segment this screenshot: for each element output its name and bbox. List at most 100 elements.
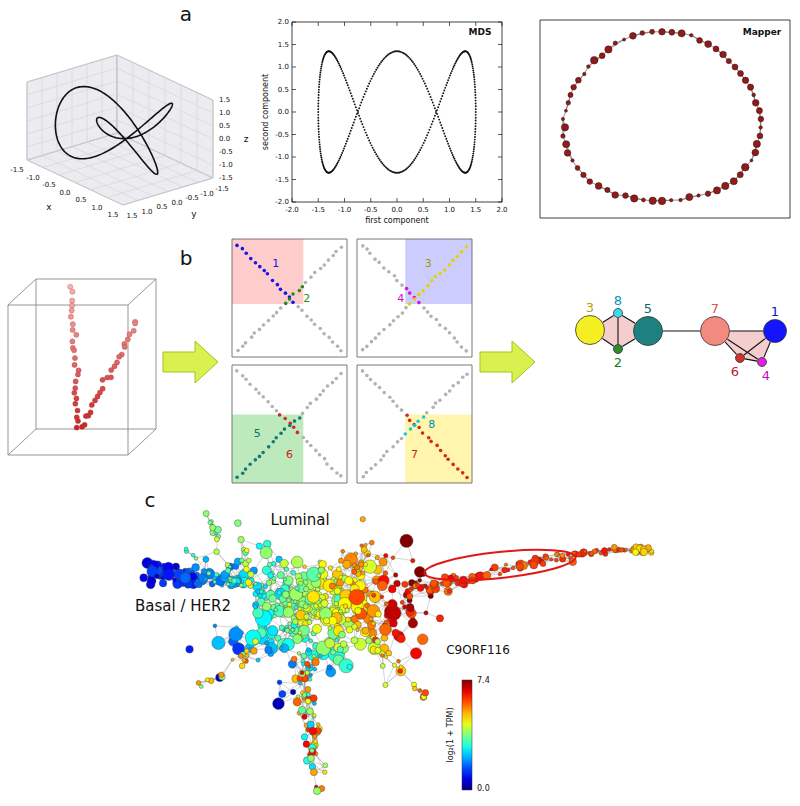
data-point [117,354,122,359]
tick-mark [292,202,296,203]
mapper-vertex [752,149,759,156]
data-point [73,401,78,406]
mds-point [332,169,334,171]
mds-point [452,154,454,156]
data-point [369,467,373,471]
mds-point [472,157,474,159]
axis-pane [27,55,117,160]
data-point [74,425,79,430]
data-point [75,418,80,423]
mds-point [455,61,457,63]
mds-point [331,170,333,172]
data-point [404,432,408,436]
mds-point [344,77,346,79]
mds-point [417,153,419,155]
data-point [327,258,331,262]
data-point [72,355,77,360]
mds-point [468,54,470,56]
mapper-vertex [756,108,762,114]
data-point [373,257,377,261]
data-point [267,445,271,449]
mds-point [418,151,420,153]
grid-line [181,85,182,163]
cube-edge [36,279,37,429]
data-point [361,348,365,352]
mds-point [317,120,319,122]
mds-point [342,150,344,152]
mds-point [473,72,475,74]
data-point [451,258,455,262]
mds-point [430,96,432,98]
gene-network [140,511,654,795]
mds-point [437,106,439,108]
mds-point [411,60,413,62]
data-point [335,471,339,475]
mds-point [365,132,367,134]
mds-point [453,66,455,68]
tick-mark [498,202,502,203]
data-point [465,245,469,249]
mds-point [319,144,321,146]
mds-point [461,52,463,54]
data-point [288,424,292,428]
mds-point [473,146,475,148]
data-point [412,423,416,427]
mds-point [318,86,320,88]
mapper-vertex [623,38,626,41]
data-point [361,244,365,248]
mapper-vertex [722,182,729,189]
mds-point [338,62,340,64]
data-point [70,322,75,327]
mds-point [359,118,361,120]
mapper-vertex [563,141,570,148]
tick-mark [498,157,502,158]
mapper-vertex [575,77,581,83]
mds-point [320,69,322,71]
tick-mark [498,112,502,113]
mds-point [378,157,380,159]
data-point [70,339,75,344]
data-point [267,319,271,323]
data-point [405,414,409,418]
data-point [331,340,335,344]
mds-point [366,134,368,136]
mds-point [321,160,323,162]
data-point [236,349,240,353]
tick-mark [292,89,296,90]
mds-point [318,89,320,91]
mapper-vertex [564,109,567,112]
mds-point [352,98,354,100]
mds-point [474,89,476,91]
data-point [261,451,265,455]
mapper-vertex [713,187,720,194]
mds-point [472,67,474,69]
mds-point [321,64,323,66]
mds-point [433,118,435,120]
mds-point [379,159,381,161]
mapper-vertex [605,46,612,53]
data-point [362,475,366,479]
grid-line [57,151,153,196]
cube-edge [36,429,156,430]
mds-point [459,168,461,170]
data-point [241,374,245,378]
mds-point [475,114,477,116]
data-point [465,373,469,377]
data-point [305,406,309,410]
mds-point [349,90,351,92]
mds-point [375,153,377,155]
data-point [327,336,331,340]
mds-point [333,54,335,56]
data-point [340,245,344,249]
data-point [438,323,442,327]
mds-point [453,158,455,160]
mds-point [419,73,421,75]
data-point [254,261,258,265]
network-edge [393,558,413,561]
mds-point [431,99,433,101]
mds-point [473,144,475,146]
mapper-vertex [659,29,666,36]
data-point [262,323,266,327]
data-point [244,467,248,471]
mds-point [472,69,474,71]
